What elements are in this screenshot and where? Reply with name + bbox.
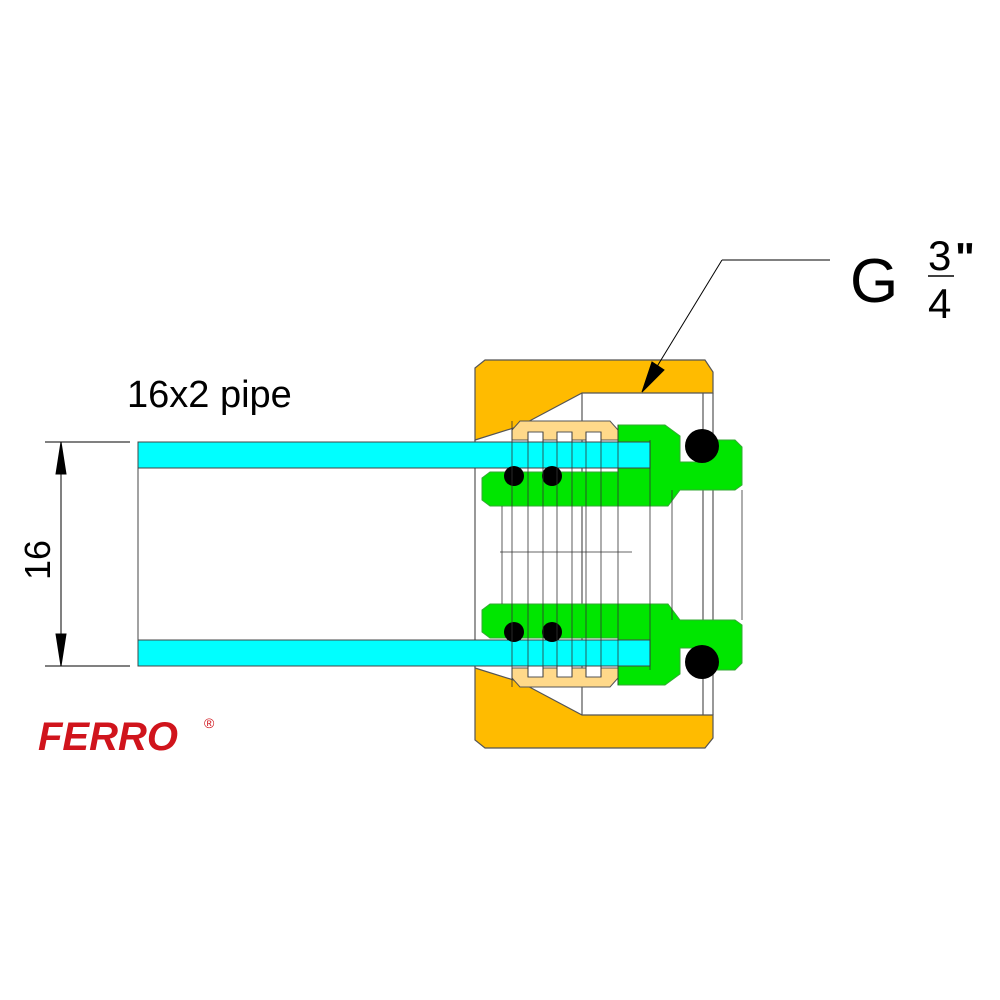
brand-logo: FERRO <box>38 715 178 759</box>
body-bottom <box>474 667 714 749</box>
seal-icon <box>504 466 524 486</box>
brass-body <box>474 359 714 749</box>
dimension-16 <box>45 441 130 667</box>
seal-icon <box>685 645 719 679</box>
thread-prefix: G <box>850 247 898 316</box>
dimension-label: 16 <box>17 540 58 580</box>
seal-icon <box>542 622 562 642</box>
pipe-wall-bottom <box>137 639 651 667</box>
thread-unit: " <box>955 234 975 281</box>
arrow-down-icon <box>55 633 67 667</box>
arrow-up-icon <box>55 441 67 475</box>
thread-numerator: 3 <box>928 232 951 279</box>
seal-icon <box>685 429 719 463</box>
pipe <box>137 441 651 667</box>
arrow-icon <box>641 361 665 393</box>
seal-icon <box>504 622 524 642</box>
seal-icon <box>542 466 562 486</box>
thread-leader <box>641 259 830 393</box>
pipe-wall-top <box>137 441 651 469</box>
thread-denominator: 4 <box>928 280 951 327</box>
registered-mark: ® <box>204 715 215 731</box>
pipe-label: 16x2 pipe <box>127 374 292 416</box>
section-lines <box>500 421 743 687</box>
